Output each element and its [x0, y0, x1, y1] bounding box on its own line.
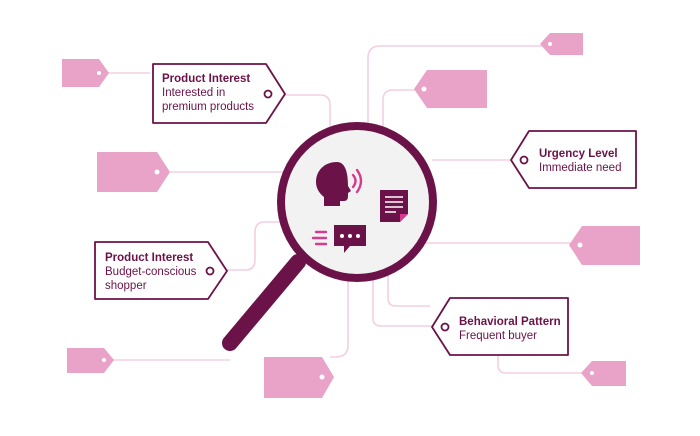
label-title: Product Interest: [105, 252, 193, 264]
pink-tag: [540, 33, 583, 55]
tag-hole-icon: [263, 89, 273, 99]
magnifying-glass-icon: [222, 122, 437, 351]
label-tag-product-interest-premium: Product Interest Interested in premium p…: [152, 63, 286, 124]
connector-lines: [108, 45, 584, 374]
label-title: Urgency Level: [539, 148, 618, 160]
label-line: Budget-conscious: [105, 266, 197, 278]
label-tag-behavioral-pattern: Behavioral Pattern Frequent buyer: [431, 297, 569, 356]
pink-tag: [264, 357, 334, 398]
label-tag-urgency-level: Urgency Level Immediate need: [510, 130, 637, 189]
label-line: Immediate need: [539, 162, 621, 174]
document-icon: [380, 190, 408, 222]
tag-holes: [97, 42, 594, 380]
pink-tag: [62, 59, 109, 87]
label-line: Interested in: [162, 87, 225, 99]
label-tag-product-interest-budget: Product Interest Budget-conscious shoppe…: [94, 241, 228, 300]
label-title: Behavioral Pattern: [459, 316, 561, 328]
pink-tag: [97, 152, 170, 192]
pink-tag: [569, 226, 640, 265]
label-line: shopper: [105, 280, 147, 292]
chat-bubble-icon: [311, 225, 366, 253]
pink-tag: [581, 361, 626, 386]
pink-tags: [62, 33, 640, 398]
label-title: Product Interest: [162, 73, 250, 85]
label-line: Frequent buyer: [459, 330, 537, 342]
speaking-head-icon: [316, 162, 363, 206]
tag-hole-icon: [440, 322, 450, 332]
pink-tag: [414, 70, 487, 108]
tag-hole-icon: [205, 266, 215, 276]
pink-tag: [67, 348, 114, 373]
label-line: premium products: [162, 101, 254, 113]
tag-hole-icon: [519, 155, 529, 165]
